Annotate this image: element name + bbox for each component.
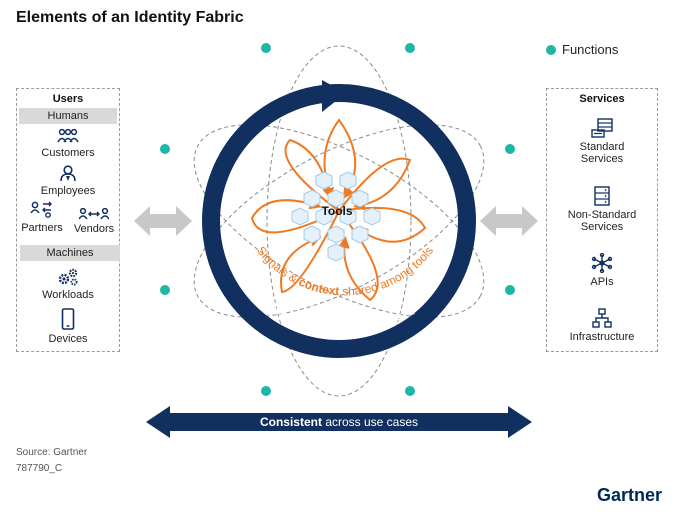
function-dot	[405, 386, 415, 396]
function-dot	[160, 144, 170, 154]
api-network-icon	[591, 253, 613, 273]
tools-label: Tools	[321, 204, 352, 218]
non-standard-services-item: Non-Standard Services	[556, 186, 648, 233]
tools-hexagon-cluster	[291, 171, 381, 262]
signals-curved-text: Signals & context shared among tools	[254, 244, 436, 299]
consistent-label: Consistent across use cases	[260, 415, 418, 429]
signals-bold: context	[297, 275, 340, 299]
services-exchange-arrow	[480, 206, 538, 236]
customers-label: Customers	[41, 147, 95, 159]
continuous-suffix: across user journeys	[322, 299, 423, 337]
function-dot	[160, 285, 170, 295]
functions-dot-icon	[546, 44, 556, 55]
legend-label: Functions	[562, 42, 619, 57]
standard-services-label-line2: Services	[580, 153, 624, 165]
users-panel: Users Humans	[16, 88, 120, 352]
workloads-label: Workloads	[42, 289, 94, 301]
legend: Functions	[546, 42, 618, 57]
function-dots	[160, 43, 515, 396]
figure-code: 787790_C	[16, 463, 63, 474]
infrastructure-label: Infrastructure	[569, 331, 635, 343]
non-standard-services-label-line1: Non-Standard	[567, 209, 637, 221]
mobile-device-icon	[61, 308, 75, 330]
consistent-bold: Consistent	[260, 415, 322, 429]
continuous-bold: Continuous	[266, 299, 325, 335]
employees-item: Employees	[30, 165, 106, 197]
devices-item: Devices	[30, 308, 106, 345]
workloads-gears-icon	[58, 268, 78, 286]
services-panel: Services	[546, 88, 658, 352]
function-dot	[505, 285, 515, 295]
users-panel-title: Users	[52, 93, 84, 105]
apis-item: APIs	[556, 253, 648, 288]
source-note: Source: Gartner	[16, 447, 88, 458]
workloads-item: Workloads	[30, 268, 106, 301]
customers-icon	[57, 129, 79, 143]
devices-label: Devices	[48, 333, 88, 345]
humans-subhead: Humans	[19, 108, 117, 124]
function-orbits	[193, 45, 485, 397]
partners-icon	[30, 201, 52, 218]
users-exchange-arrow	[134, 206, 192, 236]
gartner-logo: Gartner	[596, 485, 662, 505]
signals-petal-arrows	[250, 118, 427, 302]
continuous-ring	[202, 84, 476, 358]
function-dot	[405, 43, 415, 53]
hierarchy-icon	[592, 308, 612, 328]
function-dot	[261, 43, 271, 53]
machines-subhead: Machines	[20, 245, 120, 261]
services-panel-title: Services	[579, 93, 625, 105]
server-rack-icon	[594, 186, 610, 206]
standard-services-item: Standard Services	[556, 118, 648, 165]
continuous-ring-arrowhead	[322, 80, 346, 112]
consistent-rest: across use cases	[322, 415, 418, 429]
standard-services-label-line1: Standard	[579, 141, 625, 153]
partners-item: Partners	[18, 201, 66, 234]
vendors-label: Vendors	[73, 223, 115, 235]
partners-label: Partners	[21, 222, 63, 234]
signals-prefix: Signals &	[254, 244, 303, 288]
server-stack-icon	[591, 118, 613, 138]
signals-suffix: shared among tools	[339, 244, 436, 299]
apis-label: APIs	[590, 276, 614, 288]
continuous-curved-text: Continuous across user journeys	[266, 299, 423, 337]
diagram-title: Elements of an Identity Fabric	[16, 9, 244, 26]
non-standard-services-label-line2: Services	[580, 221, 624, 233]
vendors-item: Vendors	[70, 208, 118, 235]
vendors-icon	[79, 208, 109, 220]
customers-item: Customers	[30, 129, 106, 159]
infrastructure-item: Infrastructure	[556, 308, 648, 343]
function-dot	[505, 144, 515, 154]
consistent-double-arrow	[146, 406, 532, 438]
function-dot	[261, 386, 271, 396]
employee-icon	[60, 165, 76, 182]
employees-label: Employees	[40, 185, 96, 197]
